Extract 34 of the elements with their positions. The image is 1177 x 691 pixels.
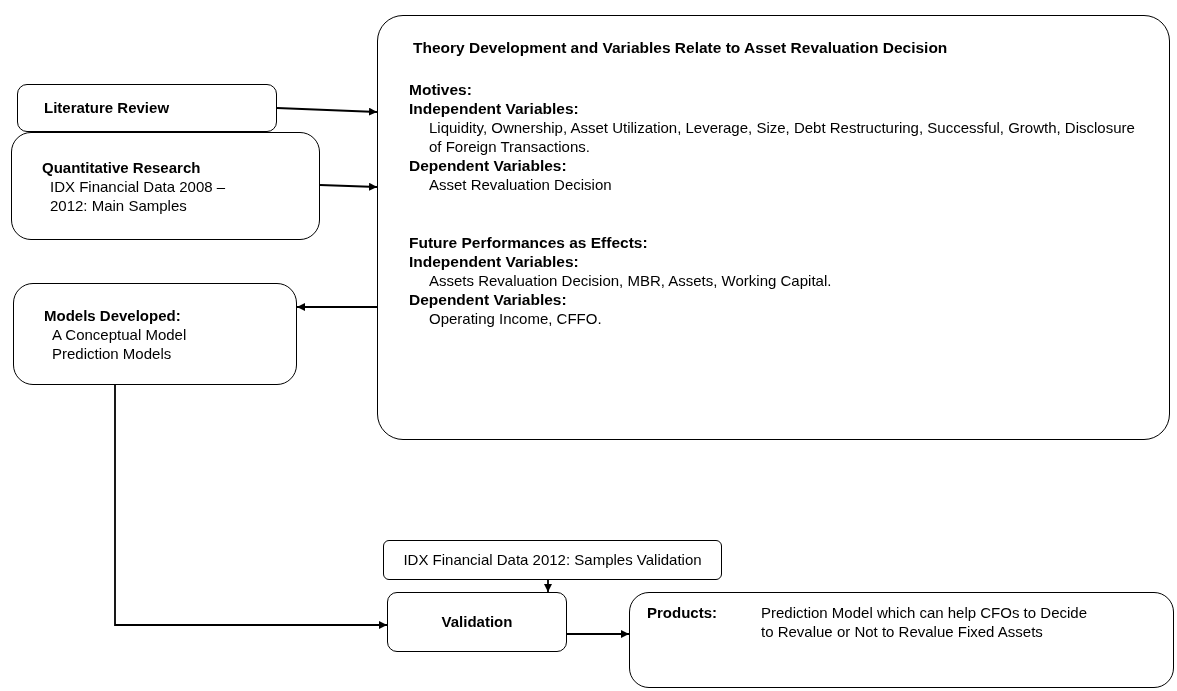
node-heading: Independent Variables:	[409, 252, 580, 271]
arrow	[296, 303, 378, 311]
node-text: Liquidity, Ownership, Asset Utilization, Leverage, Size, Debt Restructuring, Successful, Growth, Disclosure of Foreign Transactions.	[428, 118, 1136, 156]
rounded-box	[383, 540, 722, 580]
rounded-box	[629, 592, 1174, 688]
arrow	[276, 107, 378, 116]
node-label: Literature Review	[44, 97, 170, 118]
node-heading: Theory Development and Variables Relate to Asset Revaluation Decision	[412, 38, 949, 57]
arrow	[114, 384, 388, 629]
rounded-box	[11, 132, 320, 240]
node-heading: Dependent Variables:	[409, 290, 568, 309]
rounded-box	[13, 283, 297, 385]
arrow	[544, 579, 552, 593]
node-text: Prediction Models	[51, 343, 173, 363]
node-label: Validation	[441, 611, 513, 632]
rounded-box	[377, 15, 1170, 440]
node-heading: Products:	[647, 603, 718, 623]
node-text: Asset Revaluation Decision	[428, 175, 613, 194]
rounded-box	[387, 592, 567, 652]
node-heading: Motives:	[409, 80, 473, 99]
node-heading: Independent Variables:	[409, 99, 580, 118]
node-text: A Conceptual Model	[51, 324, 188, 344]
node-heading: Models Developed:	[44, 305, 182, 325]
node-heading: Dependent Variables:	[409, 156, 568, 175]
node-heading: Quantitative Research	[42, 157, 202, 177]
node-text: Operating Income, CFFO.	[428, 309, 603, 328]
node-text: Assets Revaluation Decision, MBR, Assets, Working Capital.	[428, 271, 833, 290]
arrow	[319, 182, 378, 191]
node-heading: Future Performances as Effects:	[409, 233, 649, 252]
node-text: IDX Financial Data 2008 – 2012: Main Samples	[49, 176, 227, 215]
node-text: Prediction Model which can help CFOs to Decide to Revalue or Not to Revalue Fixed Assets	[761, 603, 1088, 641]
arrow	[566, 630, 630, 638]
node-label: IDX Financial Data 2012: Samples Validation	[403, 549, 702, 570]
rounded-box	[17, 84, 277, 132]
